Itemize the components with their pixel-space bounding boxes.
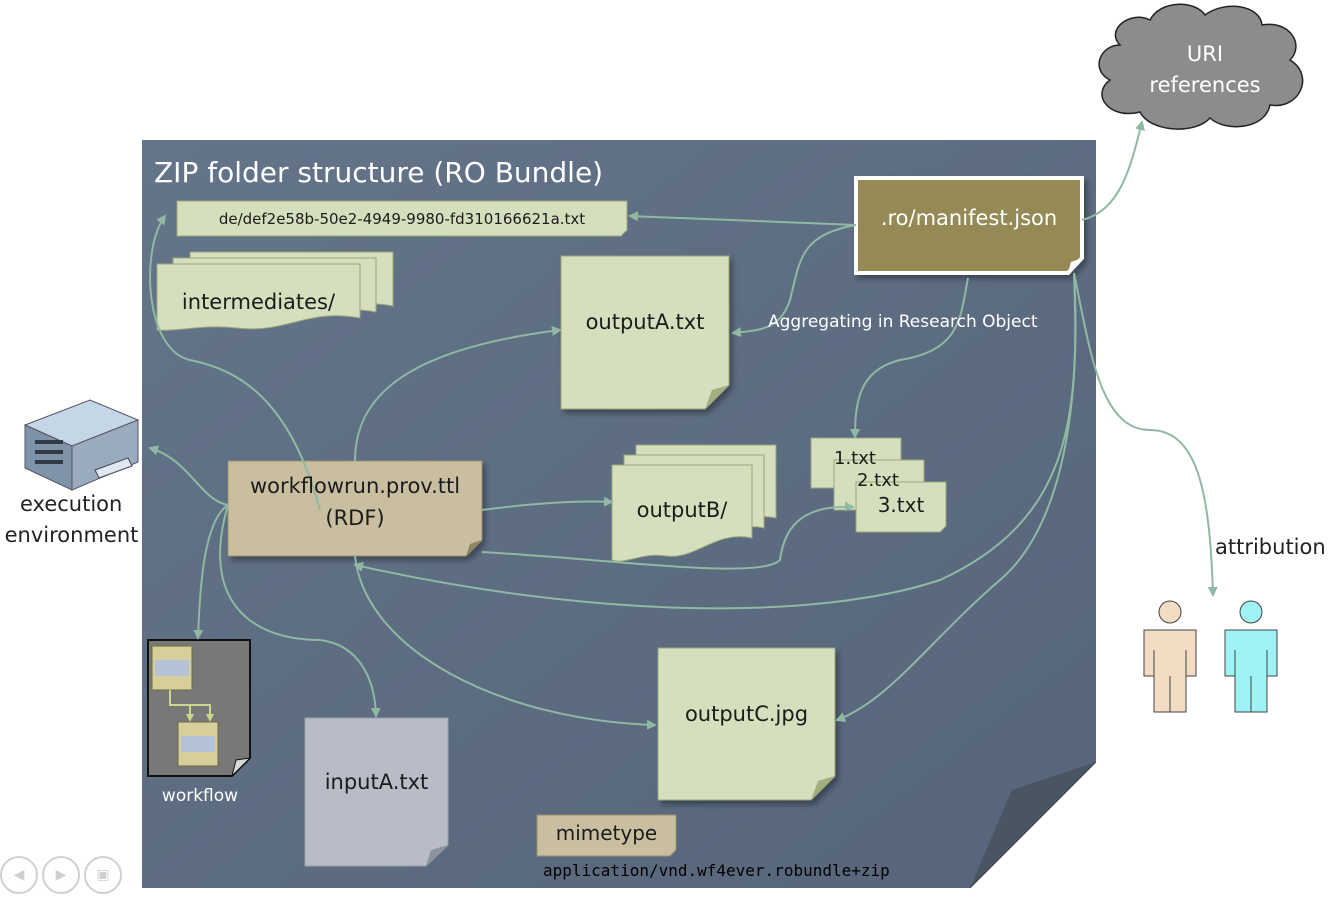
- slide-controls: ◀ ▶ ▣: [0, 855, 122, 895]
- screen-icon[interactable]: ▣: [84, 856, 122, 894]
- intermediates-folder[interactable]: intermediates/: [181, 290, 336, 314]
- play-icon[interactable]: ▶: [42, 856, 80, 894]
- intermediates-folder-icon: [156, 251, 394, 331]
- person-icon: [1224, 600, 1278, 713]
- aggregating-label: Aggregating in Research Object: [768, 312, 1038, 332]
- execution-environment-line2: environment: [4, 523, 139, 547]
- prov-file-line1[interactable]: workflowrun.prov.ttl: [249, 474, 461, 498]
- file-2-txt[interactable]: 2.txt: [857, 470, 899, 491]
- outputB-folder[interactable]: outputB/: [636, 498, 728, 522]
- prov-file-line2: (RDF): [325, 506, 385, 530]
- file-3-txt[interactable]: 3.txt: [877, 493, 925, 517]
- cloud-icon: [1098, 3, 1304, 130]
- execution-environment-line1: execution: [20, 492, 123, 516]
- bundle-title: ZIP folder structure (RO Bundle): [154, 156, 604, 189]
- outputA-file[interactable]: outputA.txt: [585, 310, 705, 334]
- outputB-folder-icon: [611, 444, 777, 562]
- workflow-icon: [147, 639, 252, 778]
- outputC-file[interactable]: outputC.jpg: [684, 702, 809, 726]
- person-icon: [1143, 600, 1197, 713]
- file-1-txt[interactable]: 1.txt: [834, 448, 876, 469]
- previous-icon[interactable]: ◀: [0, 856, 38, 894]
- workflow-label: workflow: [161, 786, 239, 806]
- mimetype-value: application/vnd.wf4ever.robundle+zip: [543, 861, 890, 880]
- server-icon: [23, 399, 140, 491]
- connector-arrows: [148, 120, 1218, 730]
- cloud-label-line2: references: [1149, 73, 1261, 97]
- attribution-label: attribution: [1215, 535, 1326, 559]
- uuid-file-label[interactable]: de/def2e58b-50e2-4949-9980-fd310166621a.…: [218, 209, 586, 228]
- mimetype-file[interactable]: mimetype: [555, 821, 658, 845]
- inputA-file[interactable]: inputA.txt: [324, 770, 429, 794]
- cloud-label-line1: URI: [1186, 42, 1224, 66]
- manifest-file[interactable]: .ro/manifest.json: [880, 206, 1058, 230]
